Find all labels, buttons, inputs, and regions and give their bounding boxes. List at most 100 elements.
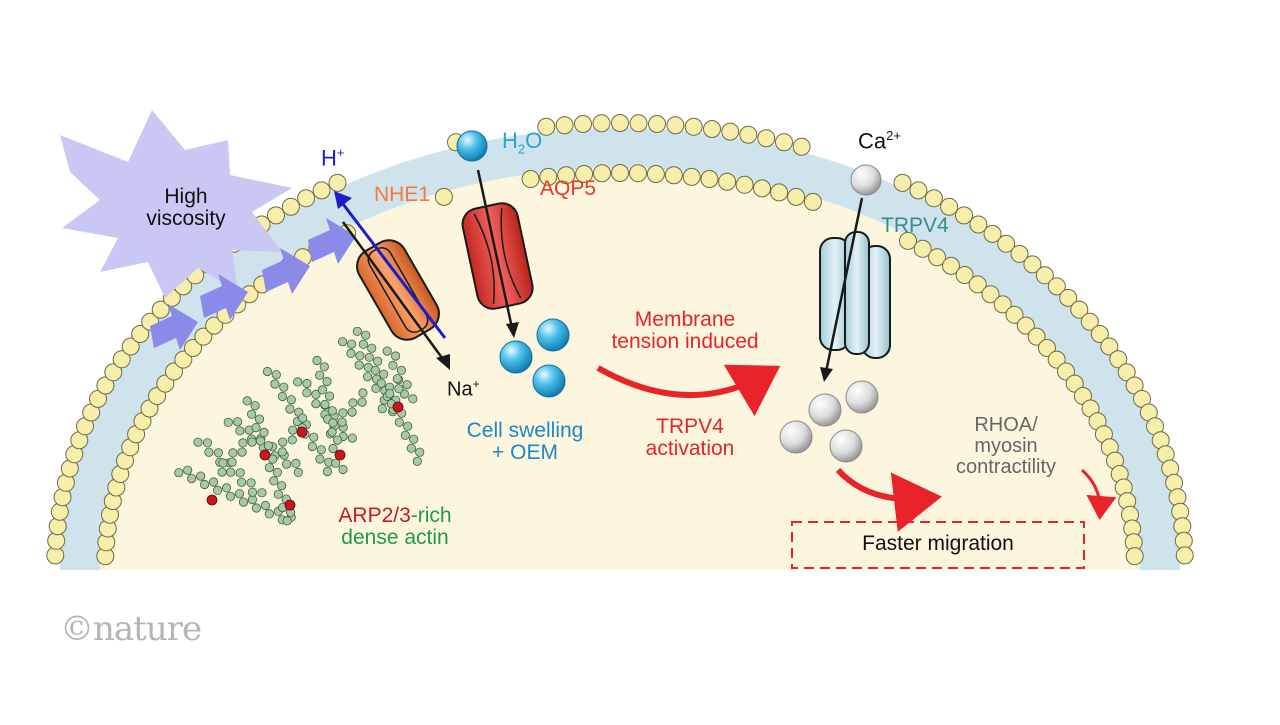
actin-subunit (298, 413, 308, 423)
membrane-inner-head (646, 165, 665, 183)
actin-subunit (364, 352, 374, 362)
actin-subunit (237, 447, 247, 457)
h-ion-arrow (338, 199, 447, 339)
calcium-symbol: Ca (858, 128, 887, 154)
actin-subunit (235, 426, 245, 436)
actin-subunit (287, 435, 297, 445)
actin-subunit (396, 365, 406, 375)
actin-subunit (293, 377, 303, 387)
actin-subunit (367, 343, 377, 353)
actin-subunit (331, 458, 341, 468)
actin-subunit (362, 372, 373, 382)
actin-subunit (238, 438, 248, 448)
membrane-outer-head (131, 325, 150, 343)
faster-migration-label: Faster migration (862, 532, 1014, 555)
actin-subunit (357, 397, 367, 407)
actin-subunit (302, 388, 312, 398)
actin-subunit (358, 388, 368, 398)
membrane-outer-head (1100, 337, 1119, 356)
actin-subunit (348, 398, 358, 408)
actin-subunit (388, 360, 398, 370)
actin-subunit (268, 454, 278, 464)
high-viscosity-line2: viscosity (146, 207, 226, 231)
arp-text: ARP2/3 (338, 504, 411, 527)
arp23-branch-point (334, 449, 346, 461)
actin-subunit (282, 516, 292, 526)
membrane-outer-head (648, 115, 666, 133)
membrane-outer-head (721, 122, 740, 141)
viscosity-arrow (262, 248, 310, 294)
actin-subunit (352, 326, 362, 336)
membrane-outer-head (792, 137, 811, 156)
water-label: H2O (502, 129, 542, 156)
viscosity-arrow (308, 218, 356, 264)
actin-subunit (311, 399, 321, 409)
nhe1-label: NHE1 (374, 183, 431, 206)
actin-subunit (285, 404, 295, 414)
membrane-outer-head (983, 224, 1002, 243)
calcium-label: Ca2+ (858, 128, 901, 154)
membrane-outer-head (267, 206, 285, 225)
water-h: H (502, 128, 518, 153)
water-arrowhead (506, 322, 519, 338)
actin-subunit (320, 399, 330, 410)
water-molecule (499, 340, 533, 374)
actin-subunit (200, 479, 210, 490)
actin-subunit (412, 456, 422, 466)
membrane-inner-head (174, 350, 193, 369)
actin-subunit (226, 467, 236, 477)
arp-rich-text: -rich (410, 504, 452, 527)
actin-subunit (213, 448, 223, 458)
aqp5-label: AQP5 (540, 177, 597, 200)
na-ion-symbol: Na (447, 378, 473, 401)
membrane-outer-head (703, 120, 721, 138)
actin-subunit (273, 489, 283, 499)
actin-subunit (390, 351, 401, 361)
calcium-arrowhead (820, 367, 833, 382)
actin-subunit (327, 427, 337, 437)
water-molecule (536, 318, 570, 352)
trpv4-label: TRPV4 (881, 214, 949, 237)
membrane-outer-head (611, 114, 629, 132)
actin-subunit (291, 458, 301, 468)
membrane-inner-head (1065, 374, 1084, 393)
actin-subunit (403, 421, 413, 431)
membrane-outer-head (1035, 266, 1054, 285)
actin-subunit (278, 437, 288, 447)
actin-subunit (238, 497, 249, 507)
calcium-ion (850, 164, 882, 196)
membrane-inner-head (993, 295, 1012, 314)
membrane-outer-head (684, 117, 703, 136)
actin-subunit (317, 385, 327, 395)
actin-subunit (277, 391, 287, 402)
membrane-inner-head (557, 166, 576, 185)
actin-subunit (307, 441, 317, 452)
actin-subunit (379, 369, 389, 379)
tension-arrow (596, 364, 781, 417)
actin-subunit (328, 418, 338, 428)
membrane-outer-head (1117, 363, 1136, 382)
calcium-charge: 2+ (886, 128, 901, 143)
actin-subunit (346, 348, 356, 358)
actin-subunit (358, 339, 368, 349)
rhoa-label: RHOA/ myosin contractility (916, 415, 1096, 478)
actin-subunit (202, 438, 213, 448)
actin-subunit (337, 337, 348, 347)
contractility-arrow (1080, 468, 1117, 520)
membrane-outer-head (112, 350, 131, 369)
actin-subunit (247, 487, 258, 497)
actin-subunit (183, 465, 193, 475)
high-viscosity-burst (60, 110, 292, 298)
actin-subunit (409, 434, 419, 444)
actin-subunit (394, 417, 404, 427)
membrane-inner-head (787, 187, 806, 206)
membrane-outer-head (1109, 350, 1128, 369)
actin-subunit (399, 389, 409, 399)
actin-subunit (257, 488, 267, 498)
actin-subunit (209, 477, 219, 487)
arp-actin-label: ARP2/3-rich dense actin (300, 504, 490, 549)
actin-subunit (234, 489, 245, 499)
calcium-ion (808, 393, 842, 427)
arp23-branch-point (284, 499, 296, 511)
membrane-inner-head (194, 327, 213, 346)
